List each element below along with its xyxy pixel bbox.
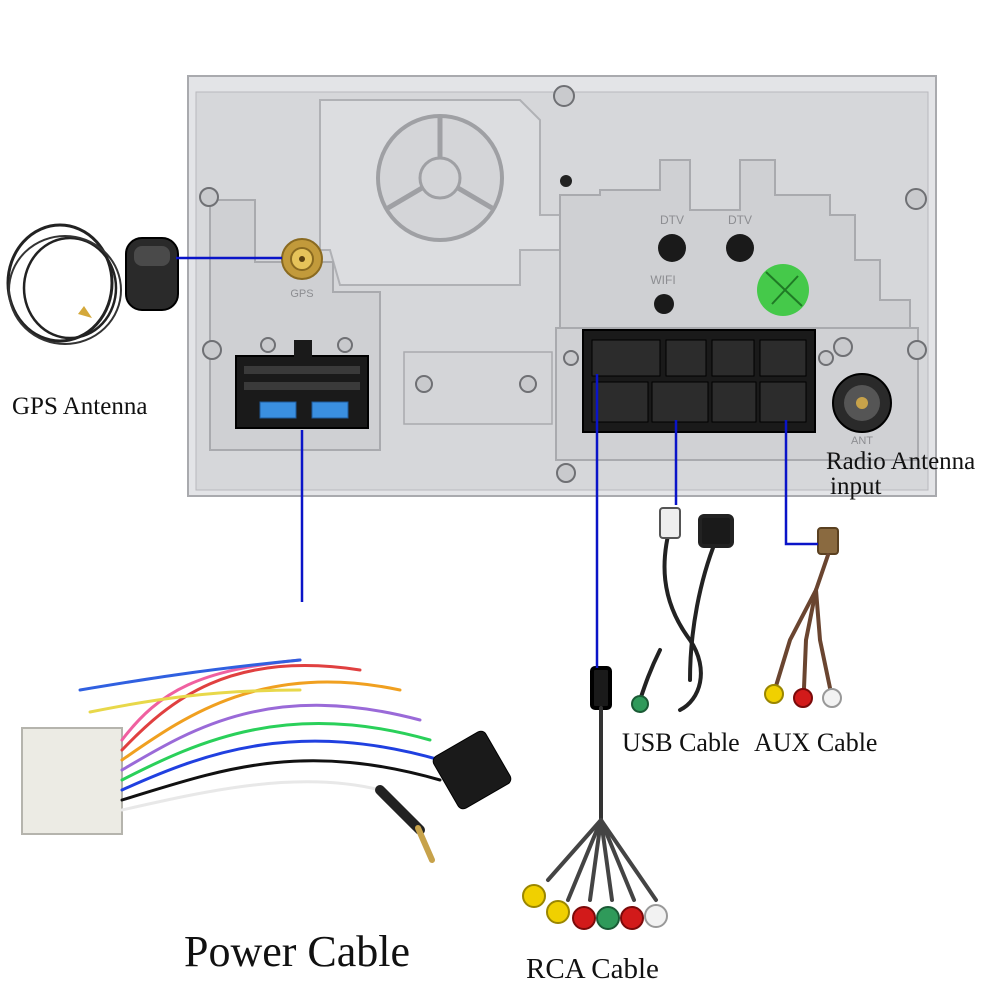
screws xyxy=(199,85,927,483)
radio-antenna-label-line1: Radio Antenna xyxy=(826,448,976,475)
power-cable-image xyxy=(21,658,512,863)
multi-pin-connector-block xyxy=(582,329,816,433)
radio-antenna-label-line2: input xyxy=(830,473,882,500)
rca-cable-label: RCA Cable xyxy=(526,953,659,985)
radio-antenna-socket: ANT xyxy=(832,373,892,447)
leader-aux xyxy=(784,420,818,546)
gps-sma-connector: GPS xyxy=(281,238,323,300)
aux-cable-label: AUX Cable xyxy=(754,728,878,757)
gps-antenna-image xyxy=(6,223,179,345)
head-unit-rear-panel xyxy=(187,75,937,497)
wifi-marking: WIFI xyxy=(650,273,675,287)
vent-wheel xyxy=(376,114,572,242)
usb-cable-image xyxy=(631,507,734,713)
rca-cable-image xyxy=(522,666,668,930)
power-cable-label: Power Cable xyxy=(184,927,411,976)
gps-port-marking: GPS xyxy=(290,288,313,300)
usb-cable-label: USB Cable xyxy=(622,728,740,757)
dtv-right-marking: DTV xyxy=(728,213,752,227)
dtv-left-marking: DTV xyxy=(660,213,684,227)
ant-marking: ANT xyxy=(851,435,873,447)
aux-cable-image xyxy=(764,527,842,708)
gps-antenna-label: GPS Antenna xyxy=(12,393,148,420)
power-socket xyxy=(235,340,369,429)
dtv-wifi-ports: DTV DTV WIFI xyxy=(650,213,809,316)
leader-lines xyxy=(176,256,818,668)
